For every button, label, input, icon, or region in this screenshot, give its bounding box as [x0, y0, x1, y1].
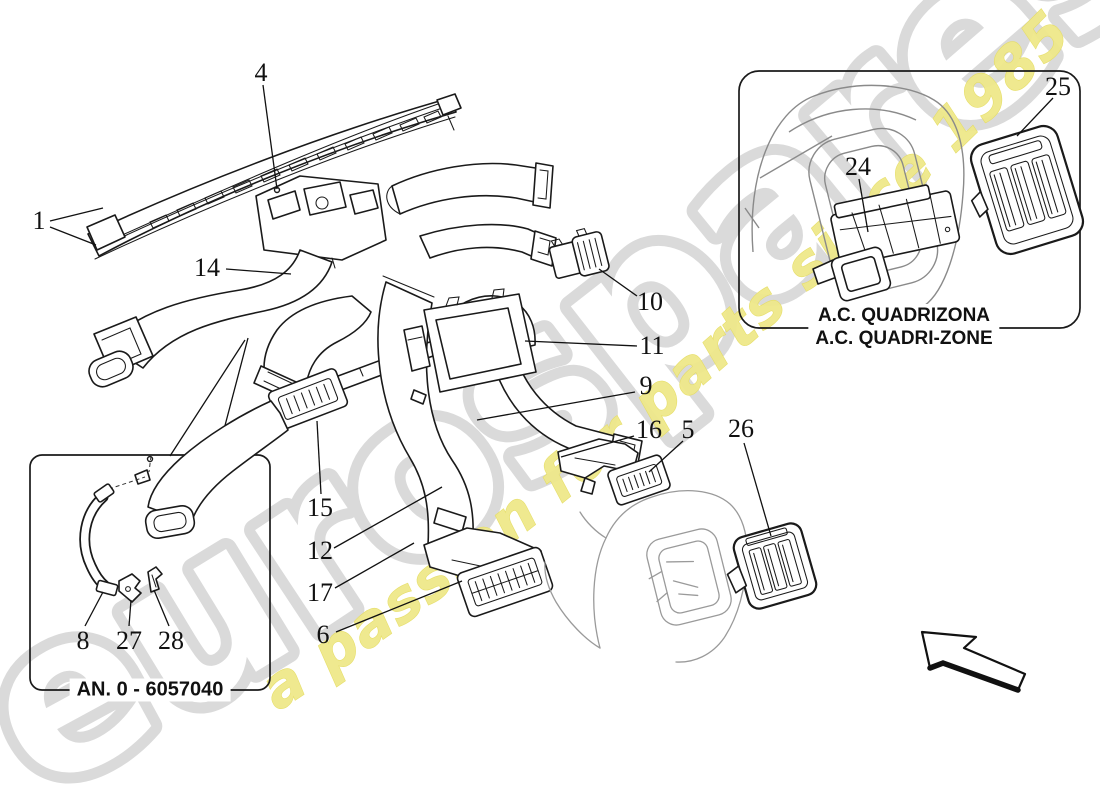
callout-11: 11	[639, 331, 665, 360]
part-27-clip	[118, 573, 142, 603]
part-11-centre-bezel	[403, 288, 537, 393]
part-1-dashboard-trim	[86, 93, 462, 260]
upper-demist-duct	[386, 162, 554, 215]
callout-12: 12	[307, 536, 333, 565]
callout-17: 17	[307, 578, 333, 607]
callout-14: 14	[194, 253, 220, 282]
part-4-defroster-unit	[255, 175, 387, 272]
part-25-quad-zone-vent-panel	[969, 124, 1085, 256]
callout-15: 15	[307, 493, 333, 522]
quad-zone-caption-line1: A.C. QUADRIZONA	[817, 305, 991, 326]
note-caption: AN. 0 - 6057040	[69, 678, 231, 702]
part-12-vertical-duct	[377, 275, 474, 553]
callout-4: 4	[254, 58, 268, 87]
part-26-console-vent	[726, 522, 818, 610]
side-vent-duct	[419, 223, 557, 267]
part-24-armrest-vent-frame	[812, 184, 961, 302]
part-6-floor-grille	[456, 546, 554, 618]
callout-24: 24	[845, 152, 871, 181]
callout-6: 6	[316, 620, 330, 649]
callout-16: 16	[636, 415, 662, 444]
part-8-drain-hose	[79, 483, 119, 597]
left-footwell-duct	[88, 249, 333, 388]
direction-arrow-icon	[920, 630, 1027, 693]
callout-28: 28	[158, 626, 184, 655]
rear-console-outline	[544, 490, 748, 663]
part-28-clip	[147, 566, 163, 593]
part-10-side-vent	[548, 228, 610, 279]
callout-25: 25	[1045, 72, 1071, 101]
callout-9: 9	[639, 371, 653, 400]
leader-lines	[49, 84, 1054, 633]
callout-10: 10	[637, 287, 663, 316]
callout-1: 1	[32, 206, 46, 235]
callout-8: 8	[76, 626, 90, 655]
quad-zone-caption: A.C. QUADRIZONA A.C. QUADRI-ZONE	[808, 304, 1000, 350]
callout-26: 26	[728, 414, 754, 443]
quad-zone-caption-line2: A.C. QUADRI-ZONE	[815, 328, 993, 349]
callout-27: 27	[116, 626, 142, 655]
callout-5: 5	[681, 415, 695, 444]
note-box-duct	[108, 400, 289, 540]
